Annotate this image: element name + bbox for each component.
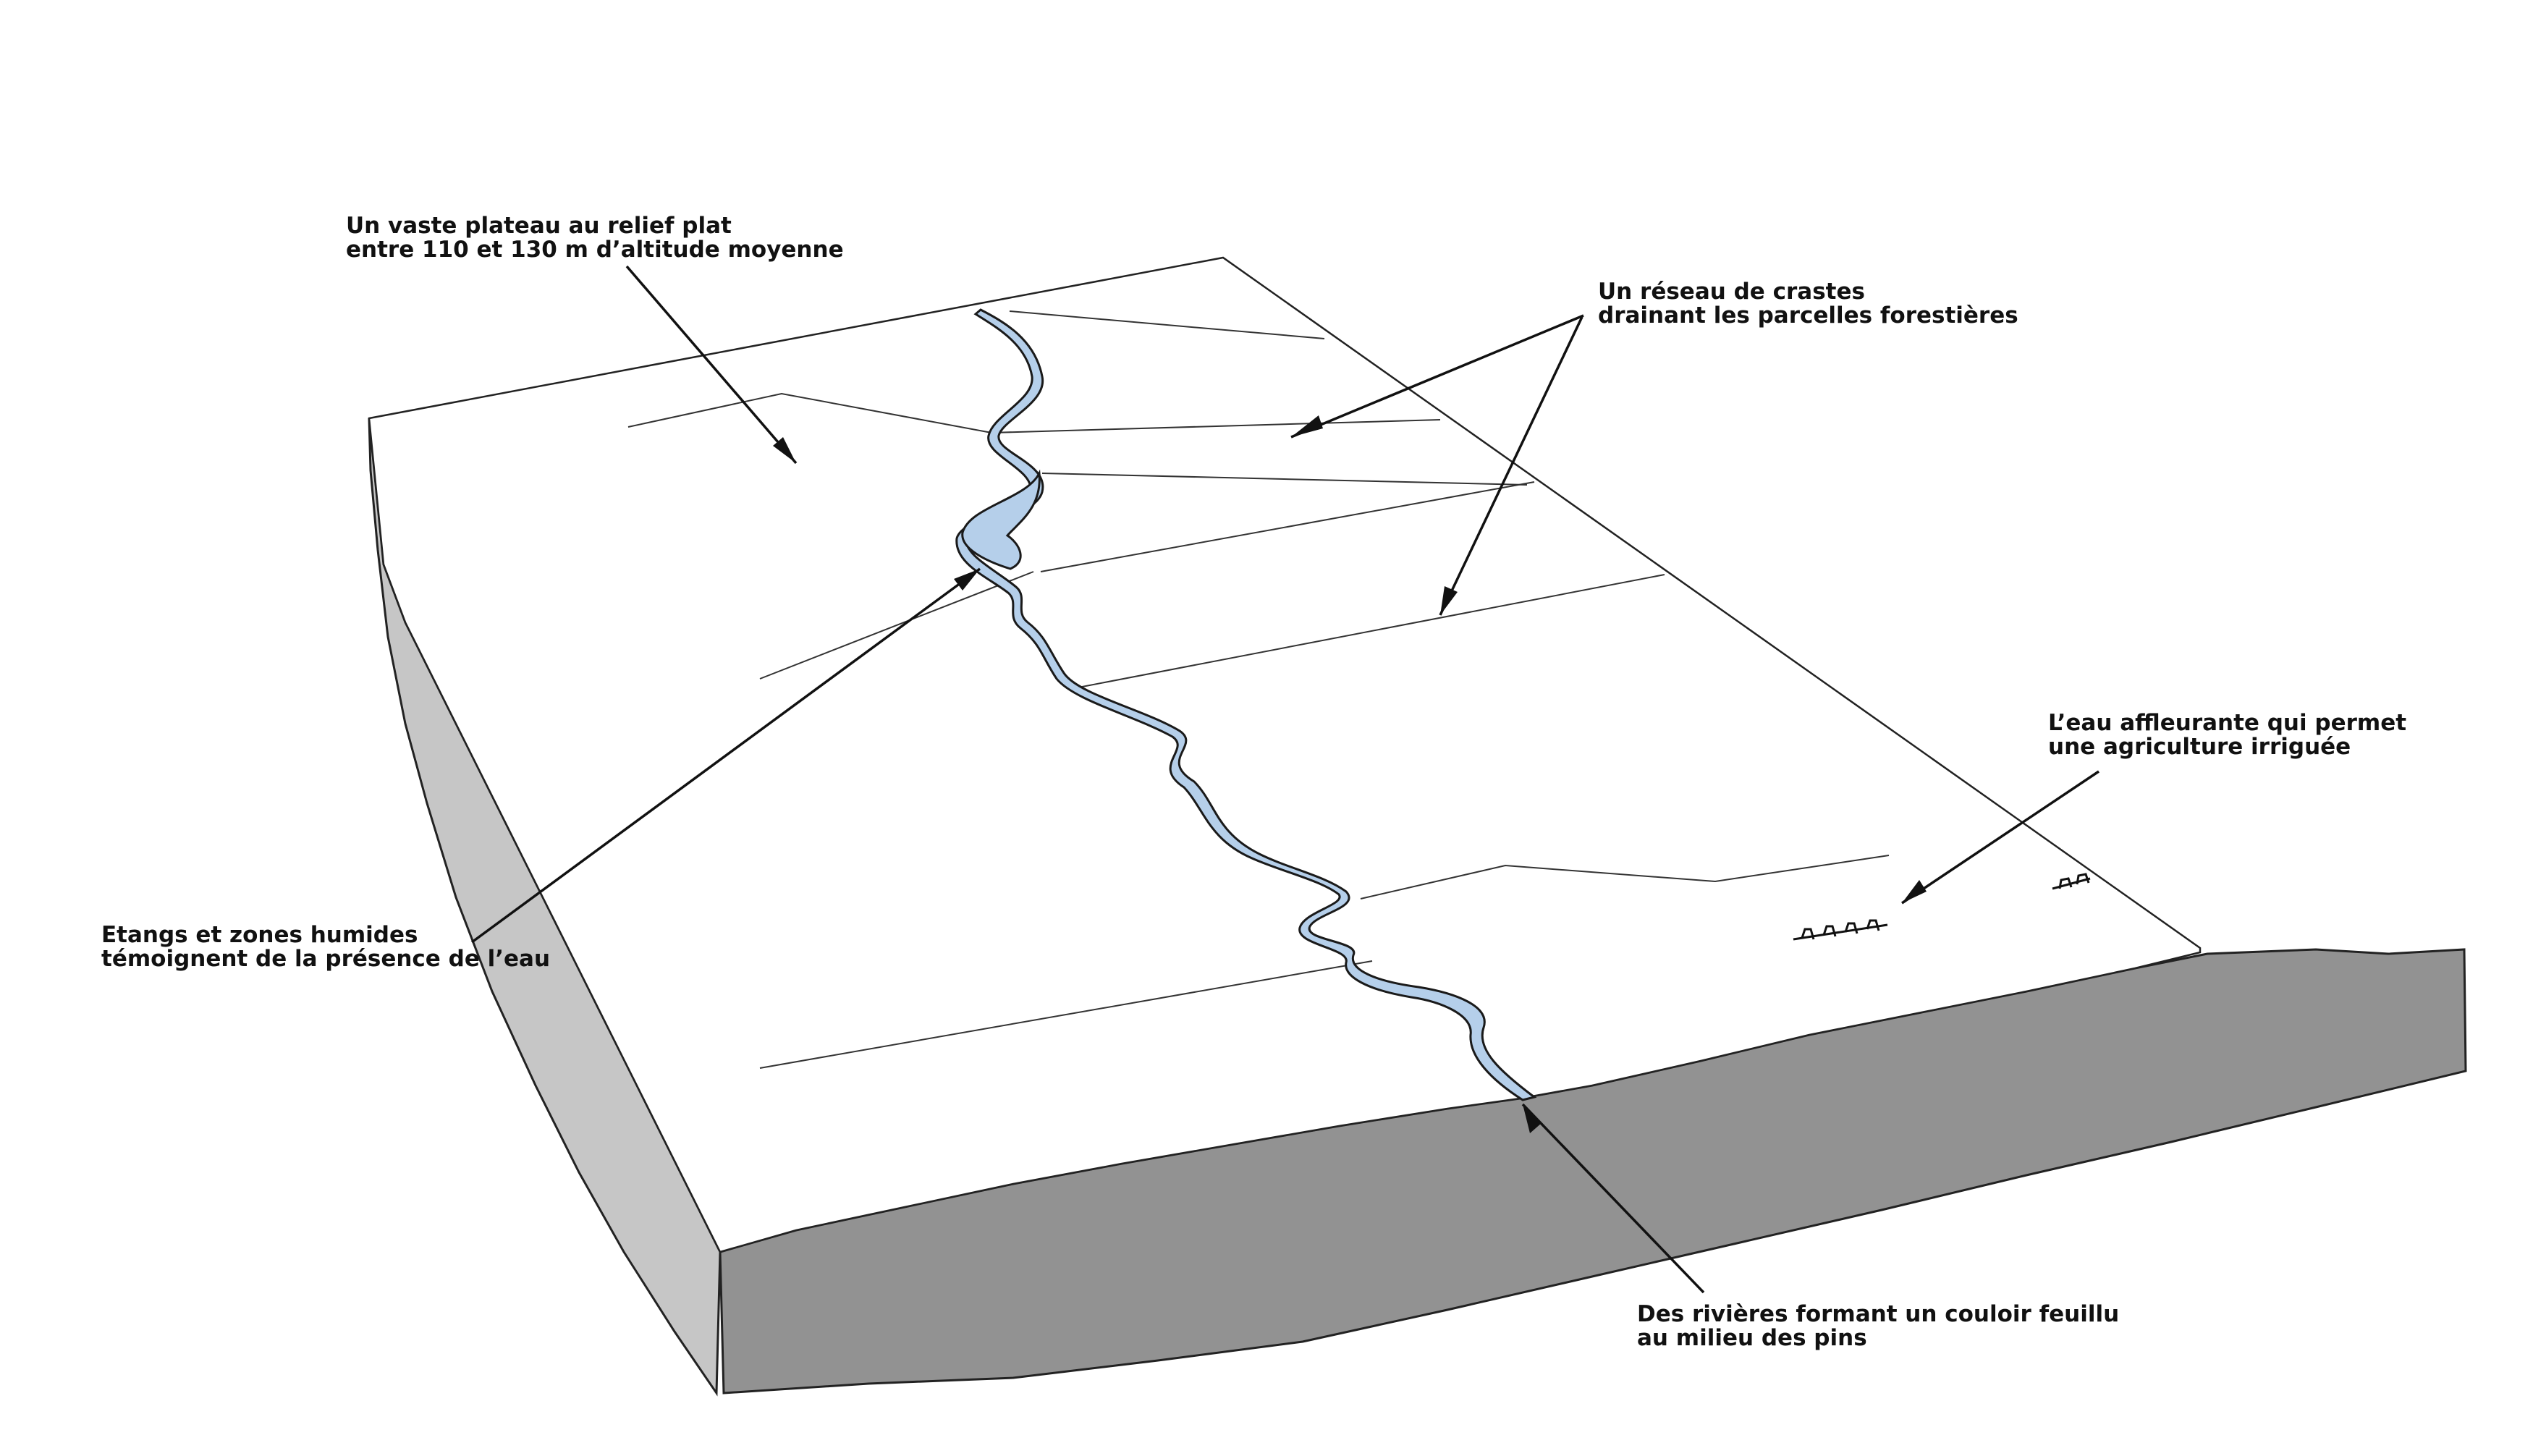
craste-line	[1041, 473, 1528, 486]
label-etangs-line1: Etangs et zones humides	[101, 922, 418, 948]
arrowhead-etangs	[954, 569, 980, 591]
pivot-symbol	[1866, 919, 1880, 931]
craste-line	[759, 571, 1034, 680]
arrowhead-crastes-1	[1291, 415, 1323, 437]
pond	[961, 469, 1041, 570]
label-plateau-line1: Un vaste plateau au relief plat	[346, 213, 732, 239]
label-plateau-line2: entre 110 et 130 m d’altitude moyenne	[346, 237, 844, 263]
craste-line	[1040, 481, 1535, 572]
label-eau-line1: L’eau affleurante qui permet	[2048, 710, 2407, 736]
arrow-heads	[773, 415, 1927, 1133]
river-water	[955, 308, 1537, 1101]
label-crastes-line2: drainant les parcelles forestières	[1598, 302, 2018, 329]
pivot-symbol	[1801, 928, 1815, 940]
label-plateau: Un vaste plateau au relief plat entre 11…	[346, 214, 844, 262]
label-etangs: Etangs et zones humides témoignent de la…	[101, 923, 550, 971]
river	[955, 308, 1537, 1101]
craste-line	[1078, 574, 1665, 688]
arrowhead-rivieres	[1523, 1104, 1542, 1133]
crastes-network	[627, 310, 1890, 1069]
pivot-symbol	[1844, 922, 1858, 934]
label-eau: L’eau affleurante qui permet une agricul…	[2048, 711, 2406, 759]
pivot-symbol	[2052, 877, 2091, 890]
craste-line	[991, 419, 1441, 433]
arrowhead-crastes-2	[1440, 586, 1458, 615]
craste-line	[1360, 855, 1890, 900]
arrowhead-plateau	[773, 437, 796, 463]
arrow-plateau	[625, 265, 798, 465]
annotation-arrows	[470, 265, 2099, 1294]
block-top-surface	[368, 256, 2202, 1253]
arrow-crastes-1	[1290, 314, 1584, 439]
arrow-eau	[1901, 770, 2099, 905]
arrow-rivieres	[1521, 1103, 1705, 1294]
craste-line	[759, 960, 1373, 1069]
label-rivieres-line1: Des rivières formant un couloir feuillu	[1637, 1301, 2120, 1327]
arrowhead-eau	[1902, 880, 1927, 903]
craste-line	[1009, 310, 1325, 339]
pivot-symbol	[1822, 925, 1837, 937]
label-etangs-line2: témoignent de la présence de l’eau	[101, 946, 551, 972]
label-rivieres-line2: au milieu des pins	[1637, 1325, 1867, 1351]
label-rivieres: Des rivières formant un couloir feuillu …	[1637, 1303, 2119, 1350]
arrow-etangs	[470, 567, 981, 944]
pivot-symbol	[2076, 873, 2090, 885]
label-crastes: Un réseau de crastes drainant les parcel…	[1598, 280, 2018, 328]
pivot-symbol	[2058, 877, 2073, 889]
craste-line	[627, 392, 992, 433]
label-crastes-line1: Un réseau de crastes	[1598, 279, 1865, 305]
label-eau-line2: une agriculture irriguée	[2048, 734, 2351, 760]
pivot-symbol	[1793, 923, 1888, 941]
arrow-crastes-2	[1439, 316, 1583, 616]
irrigation-pivots	[1793, 873, 2091, 941]
